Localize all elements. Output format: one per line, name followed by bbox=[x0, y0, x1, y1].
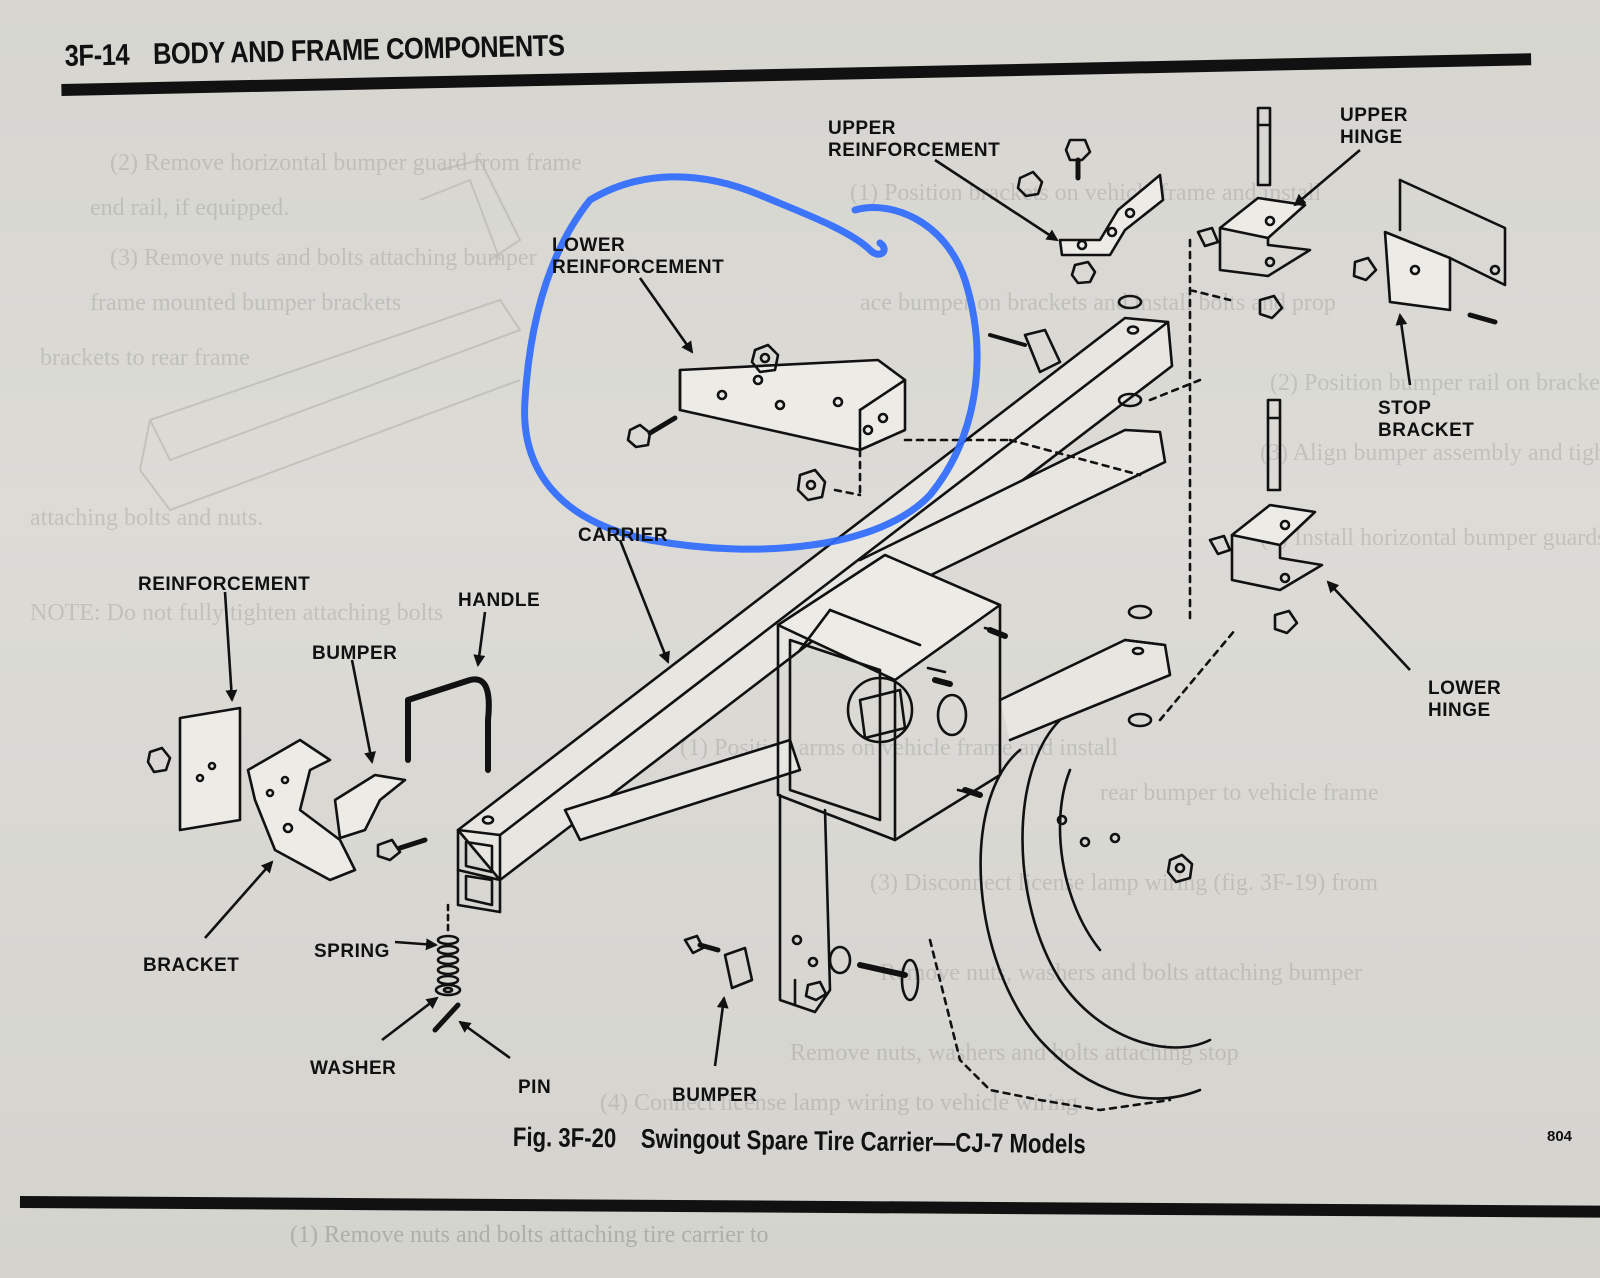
stop-bracket-part bbox=[1352, 178, 1507, 325]
bleed-through-text: rear bumper to vehicle frame bbox=[1100, 780, 1379, 806]
rubber-bumper-upper bbox=[988, 328, 1062, 374]
label-upper-reinforcement: UPPER REINFORCEMENT bbox=[828, 118, 1000, 162]
label-reinforcement: REINFORCEMENT bbox=[138, 574, 311, 595]
bleed-through-text: ace bumper on brackets and install bolts… bbox=[860, 290, 1336, 316]
label-lower-hinge: LOWER HINGE bbox=[1428, 678, 1501, 722]
spare-tire bbox=[928, 718, 1212, 1112]
small-bumper-part bbox=[333, 773, 428, 862]
bleed-through-text: Remove nuts, washers and bolts attaching… bbox=[790, 1040, 1239, 1066]
label-line: LOWER bbox=[552, 235, 626, 256]
label-bumper-left: BUMPER bbox=[312, 643, 398, 664]
label-line: REINFORCEMENT bbox=[552, 257, 725, 278]
label-upper-hinge: UPPER HINGE bbox=[1340, 105, 1408, 149]
assembly-line bbox=[833, 448, 862, 497]
bumper-bottom-part bbox=[683, 934, 754, 990]
bracket-part bbox=[246, 738, 357, 882]
label-lower-reinforcement: LOWER REINFORCEMENT bbox=[552, 235, 724, 279]
reinforcement-plate bbox=[146, 706, 242, 832]
bleed-through-text: (4) Install horizontal bumper guards on … bbox=[1260, 525, 1600, 551]
label-handle: HANDLE bbox=[458, 590, 541, 611]
label-line: STOP bbox=[1378, 398, 1432, 419]
carrier-post bbox=[778, 793, 832, 1014]
bleed-through-text: (2) Position bumper rail on brackets and… bbox=[1270, 370, 1600, 396]
bleed-through-text: (1) Remove nuts and bolts attaching tire… bbox=[290, 1222, 769, 1248]
label-bracket: BRACKET bbox=[143, 955, 240, 976]
swing-arm bbox=[858, 428, 1167, 592]
label-bumper-bottom: BUMPER bbox=[672, 1085, 758, 1106]
bleed-through-text: (3) Remove nuts and bolts attaching bump… bbox=[110, 245, 537, 271]
figure-title: Swingout Spare Tire Carrier—CJ-7 Models bbox=[640, 1123, 1086, 1160]
label-line: HINGE bbox=[1340, 127, 1403, 148]
label-line: UPPER bbox=[828, 118, 896, 139]
label-pin: PIN bbox=[518, 1077, 552, 1098]
lower-hinge-part bbox=[1208, 398, 1324, 635]
bleed-through-text: attaching bolts and nuts. bbox=[30, 505, 264, 531]
assembly-line bbox=[903, 438, 1142, 477]
lower-reinforcement-part bbox=[678, 358, 907, 452]
bleed-through-text: end rail, if equipped. bbox=[90, 195, 290, 221]
handle-part bbox=[405, 676, 492, 773]
brace-arm bbox=[563, 638, 1172, 842]
label-stop-bracket: STOP BRACKET bbox=[1378, 398, 1474, 442]
label-line: BRACKET bbox=[1378, 420, 1475, 441]
upper-reinforcement-part bbox=[1016, 138, 1165, 285]
figure-code: 804 bbox=[1547, 1128, 1573, 1145]
carrier-box bbox=[776, 553, 1002, 842]
bleed-through-text: (2) Remove horizontal bumper guard from … bbox=[110, 150, 582, 176]
label-line: UPPER bbox=[1340, 105, 1408, 126]
label-spring: SPRING bbox=[314, 941, 390, 962]
upper-hinge-part bbox=[1196, 106, 1312, 320]
bolt-and-washer bbox=[804, 945, 920, 1002]
bleed-through-text: (3) Align bumper assembly and tighten al… bbox=[1260, 440, 1600, 466]
leader-arrows bbox=[204, 149, 1412, 1067]
hex-bolt-left bbox=[626, 415, 678, 449]
faded-background-bumper bbox=[138, 158, 522, 512]
bleed-through-text: NOTE: Do not fully tighten attaching bol… bbox=[30, 600, 444, 626]
label-line: REINFORCEMENT bbox=[828, 140, 1001, 161]
washer-stack bbox=[1117, 294, 1153, 728]
label-line: HINGE bbox=[1428, 700, 1491, 721]
box-studs bbox=[932, 627, 1194, 884]
bleed-through-text: (3) Disconnect license lamp wiring (fig.… bbox=[870, 870, 1378, 896]
figure-number: Fig. 3F-20 bbox=[512, 1122, 617, 1154]
bleed-through-text: Remove nuts, washers and bolts attaching… bbox=[880, 960, 1362, 986]
bleed-through-text: (1) Position brackets on vehicle frame a… bbox=[850, 180, 1322, 206]
hex-nut bbox=[750, 343, 827, 502]
bleed-through-text: frame mounted bumper brackets bbox=[90, 290, 402, 316]
spring-part bbox=[432, 903, 462, 1033]
label-washer: WASHER bbox=[310, 1058, 397, 1079]
label-carrier: CARRIER bbox=[578, 525, 669, 546]
label-line: LOWER bbox=[1428, 678, 1502, 699]
blue-circle-annotation bbox=[521, 173, 981, 553]
bleed-through-text: brackets to rear frame bbox=[40, 345, 250, 371]
carrier-tube bbox=[456, 316, 1174, 914]
bleed-through-text: (4) Connect license lamp wiring to vehic… bbox=[600, 1090, 1084, 1116]
